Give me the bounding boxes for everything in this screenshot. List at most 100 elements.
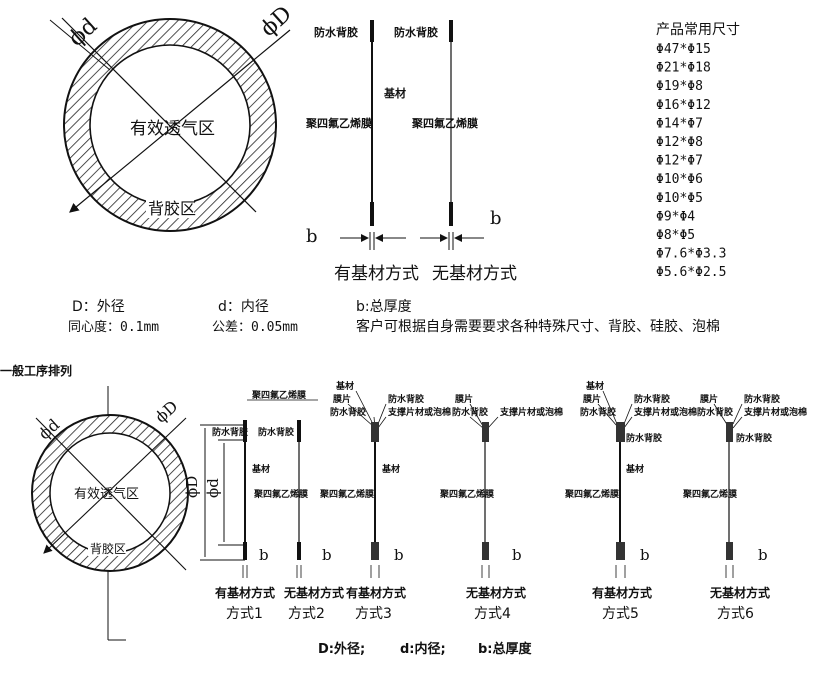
m5-ptfe-label: 聚四氟乙烯膜 [564,488,620,500]
m3-support-label: 支撑片材或泡棉 [387,406,451,418]
sizes-title: 产品常用尺寸 [656,22,740,38]
dim-inner-diameter: ϕd [204,478,222,498]
m1-substrate-label: 基材 [251,463,270,475]
m4-waterproof-label: 防水背胶 [452,406,488,418]
common-sizes-list: 产品常用尺寸 Φ47*Φ15Φ21*Φ18Φ19*Φ8Φ16*Φ12Φ14*Φ7… [656,22,740,280]
bottom-legend-inner: d:内径; [400,641,446,657]
m5-film-label: 膜片 [582,393,601,405]
size-item: Φ10*Φ6 [656,172,703,187]
method-6: 膜片 防水背胶 防水背胶 支撑片材或泡棉 防水背胶 聚四氟乙烯膜 b 无基材方式… [682,393,807,622]
section-title: 一般工序排列 [0,363,72,378]
m3-waterproof-right-label: 防水背胶 [388,393,424,405]
m3-ptfe-label: 聚四氟乙烯膜 [319,488,375,500]
dim-outer-diameter: ϕD [183,476,201,498]
m3-substrate-label: 基材 [335,380,354,392]
legend-inner-diameter: d：内径 [218,299,269,315]
m2-b: b [322,546,332,564]
m5-substrate-body-label: 基材 [625,463,644,475]
method-2: 防水背胶 聚四氟乙烯膜 b 无基材方式 方式2 [253,420,344,622]
size-item: Φ12*Φ8 [656,135,703,150]
legend-custom-note: 客户可根据自身需要要求各种特殊尺寸、背胶、硅胶、泡棉 [356,318,720,335]
top-label-inner-d: ϕd [64,14,102,52]
size-item: Φ7.6*Φ3.3 [656,247,726,262]
m1-caption: 有基材方式 [215,585,275,600]
size-item: Φ14*Φ7 [656,116,703,131]
m4-ptfe-label: 聚四氟乙烯膜 [439,488,495,500]
m4-support-label: 支撑片材或泡棉 [499,406,563,418]
bottom-ring-diagram: ϕd ϕD 有效透气区 背胶区 [31,386,189,641]
method-4: 膜片 防水背胶 支撑片材或泡棉 聚四氟乙烯膜 b 无基材方式 方式4 [439,393,563,622]
size-item: Φ21*Φ18 [656,61,711,76]
size-item: Φ12*Φ7 [656,154,703,169]
size-item: Φ16*Φ12 [656,98,711,113]
size-item: Φ19*Φ8 [656,79,703,94]
size-item: Φ10*Φ5 [656,191,703,206]
method-5: 基材 膜片 防水背胶 防水背胶 支撑片材或泡棉 防水背胶 基材 聚四氟乙烯膜 b… [564,380,697,622]
m3-caption: 有基材方式 [346,585,406,600]
bottom-effective-zone-label: 有效透气区 [74,486,139,502]
size-item: Φ47*Φ15 [656,42,711,57]
m4-method: 方式4 [474,606,511,622]
m3-waterproof-left-label: 防水背胶 [330,406,366,418]
m3-substrate-body-label: 基材 [381,463,400,475]
m3-b: b [394,546,404,564]
m6-waterproof-right-label: 防水背胶 [744,393,780,405]
m6-caption: 无基材方式 [709,585,770,600]
bottom-legend: D:外径; d:内径; b:总厚度 [318,641,533,657]
method-1: 聚四氟乙烯膜 防水背胶 基材 b 有基材方式 方式1 [212,389,318,622]
m3-film-label: 膜片 [332,393,351,405]
top-effective-zone-label: 有效透气区 [130,119,215,139]
legend-thickness: b:总厚度 [356,299,412,315]
top-s1-caption: 有基材方式 [334,264,419,284]
top-adhesive-zone-label: 背胶区 [148,199,196,218]
top-s1-waterproof-label: 防水背胶 [314,25,358,39]
m3-method: 方式3 [355,606,392,622]
top-strip-with-substrate: 防水背胶 基材 聚四氟乙烯膜 b 有基材方式 [305,20,419,284]
m6-film-label: 膜片 [699,393,718,405]
top-legend: D：外径 d：内径 b:总厚度 同心度：0.1mm 公差：0.05mm 客户可根… [68,299,720,335]
top-s2-thickness-label: b [490,208,502,229]
m6-ptfe-label: 聚四氟乙烯膜 [682,488,738,500]
top-strip-without-substrate: 防水背胶 聚四氟乙烯膜 b 无基材方式 [394,20,517,284]
m4-film-label: 膜片 [454,393,473,405]
m1-method: 方式1 [226,606,263,622]
m2-ptfe-label: 聚四氟乙烯膜 [253,488,309,500]
m6-waterproof-body-label: 防水背胶 [736,432,772,444]
m5-waterproof-body-label: 防水背胶 [626,432,662,444]
legend-concentricity: 同心度：0.1mm [68,319,159,335]
m6-support-label: 支撑片材或泡棉 [743,406,807,418]
m1-b: b [259,546,269,564]
m2-waterproof-label: 防水背胶 [258,426,294,438]
m5-substrate-label: 基材 [585,380,604,392]
bottom-legend-outer: D:外径; [318,641,365,657]
top-s1-thickness-label: b [306,226,318,247]
m5-method: 方式5 [602,606,639,622]
m2-caption: 无基材方式 [283,585,344,600]
m5-waterproof-left-label: 防水背胶 [580,406,616,418]
m2-method: 方式2 [288,606,325,622]
m5-caption: 有基材方式 [592,585,652,600]
m4-caption: 无基材方式 [465,585,526,600]
top-ring-diagram: ϕd ϕD 有效透气区 背胶区 [49,1,297,232]
m5-b: b [640,546,650,564]
m1-ptfe-label: 聚四氟乙烯膜 [251,389,307,401]
dimension-lines: ϕD ϕd [183,424,245,561]
size-item: Φ9*Φ4 [656,209,695,224]
m5-support-label: 支撑片材或泡棉 [633,406,697,418]
top-s2-waterproof-label: 防水背胶 [394,25,438,39]
m1-waterproof-label: 防水背胶 [212,426,248,438]
size-item: Φ5.6*Φ2.5 [656,265,726,280]
top-s1-substrate-label: 基材 [383,86,406,100]
top-label-outer-d: ϕD [256,1,297,41]
size-item: Φ8*Φ5 [656,228,695,243]
top-s2-ptfe-label: 聚四氟乙烯膜 [411,116,478,130]
top-s2-caption: 无基材方式 [432,264,517,284]
bottom-legend-thickness: b:总厚度 [478,641,533,657]
method-3: 基材 膜片 防水背胶 防水背胶 支撑片材或泡棉 基材 聚四氟乙烯膜 b 有基材方… [319,380,451,622]
legend-tolerance: 公差：0.05mm [212,320,298,335]
top-s1-ptfe-label: 聚四氟乙烯膜 [305,116,372,130]
bottom-label-outer-d: ϕD [151,397,181,427]
m4-b: b [512,546,522,564]
m5-waterproof-right-label: 防水背胶 [634,393,670,405]
